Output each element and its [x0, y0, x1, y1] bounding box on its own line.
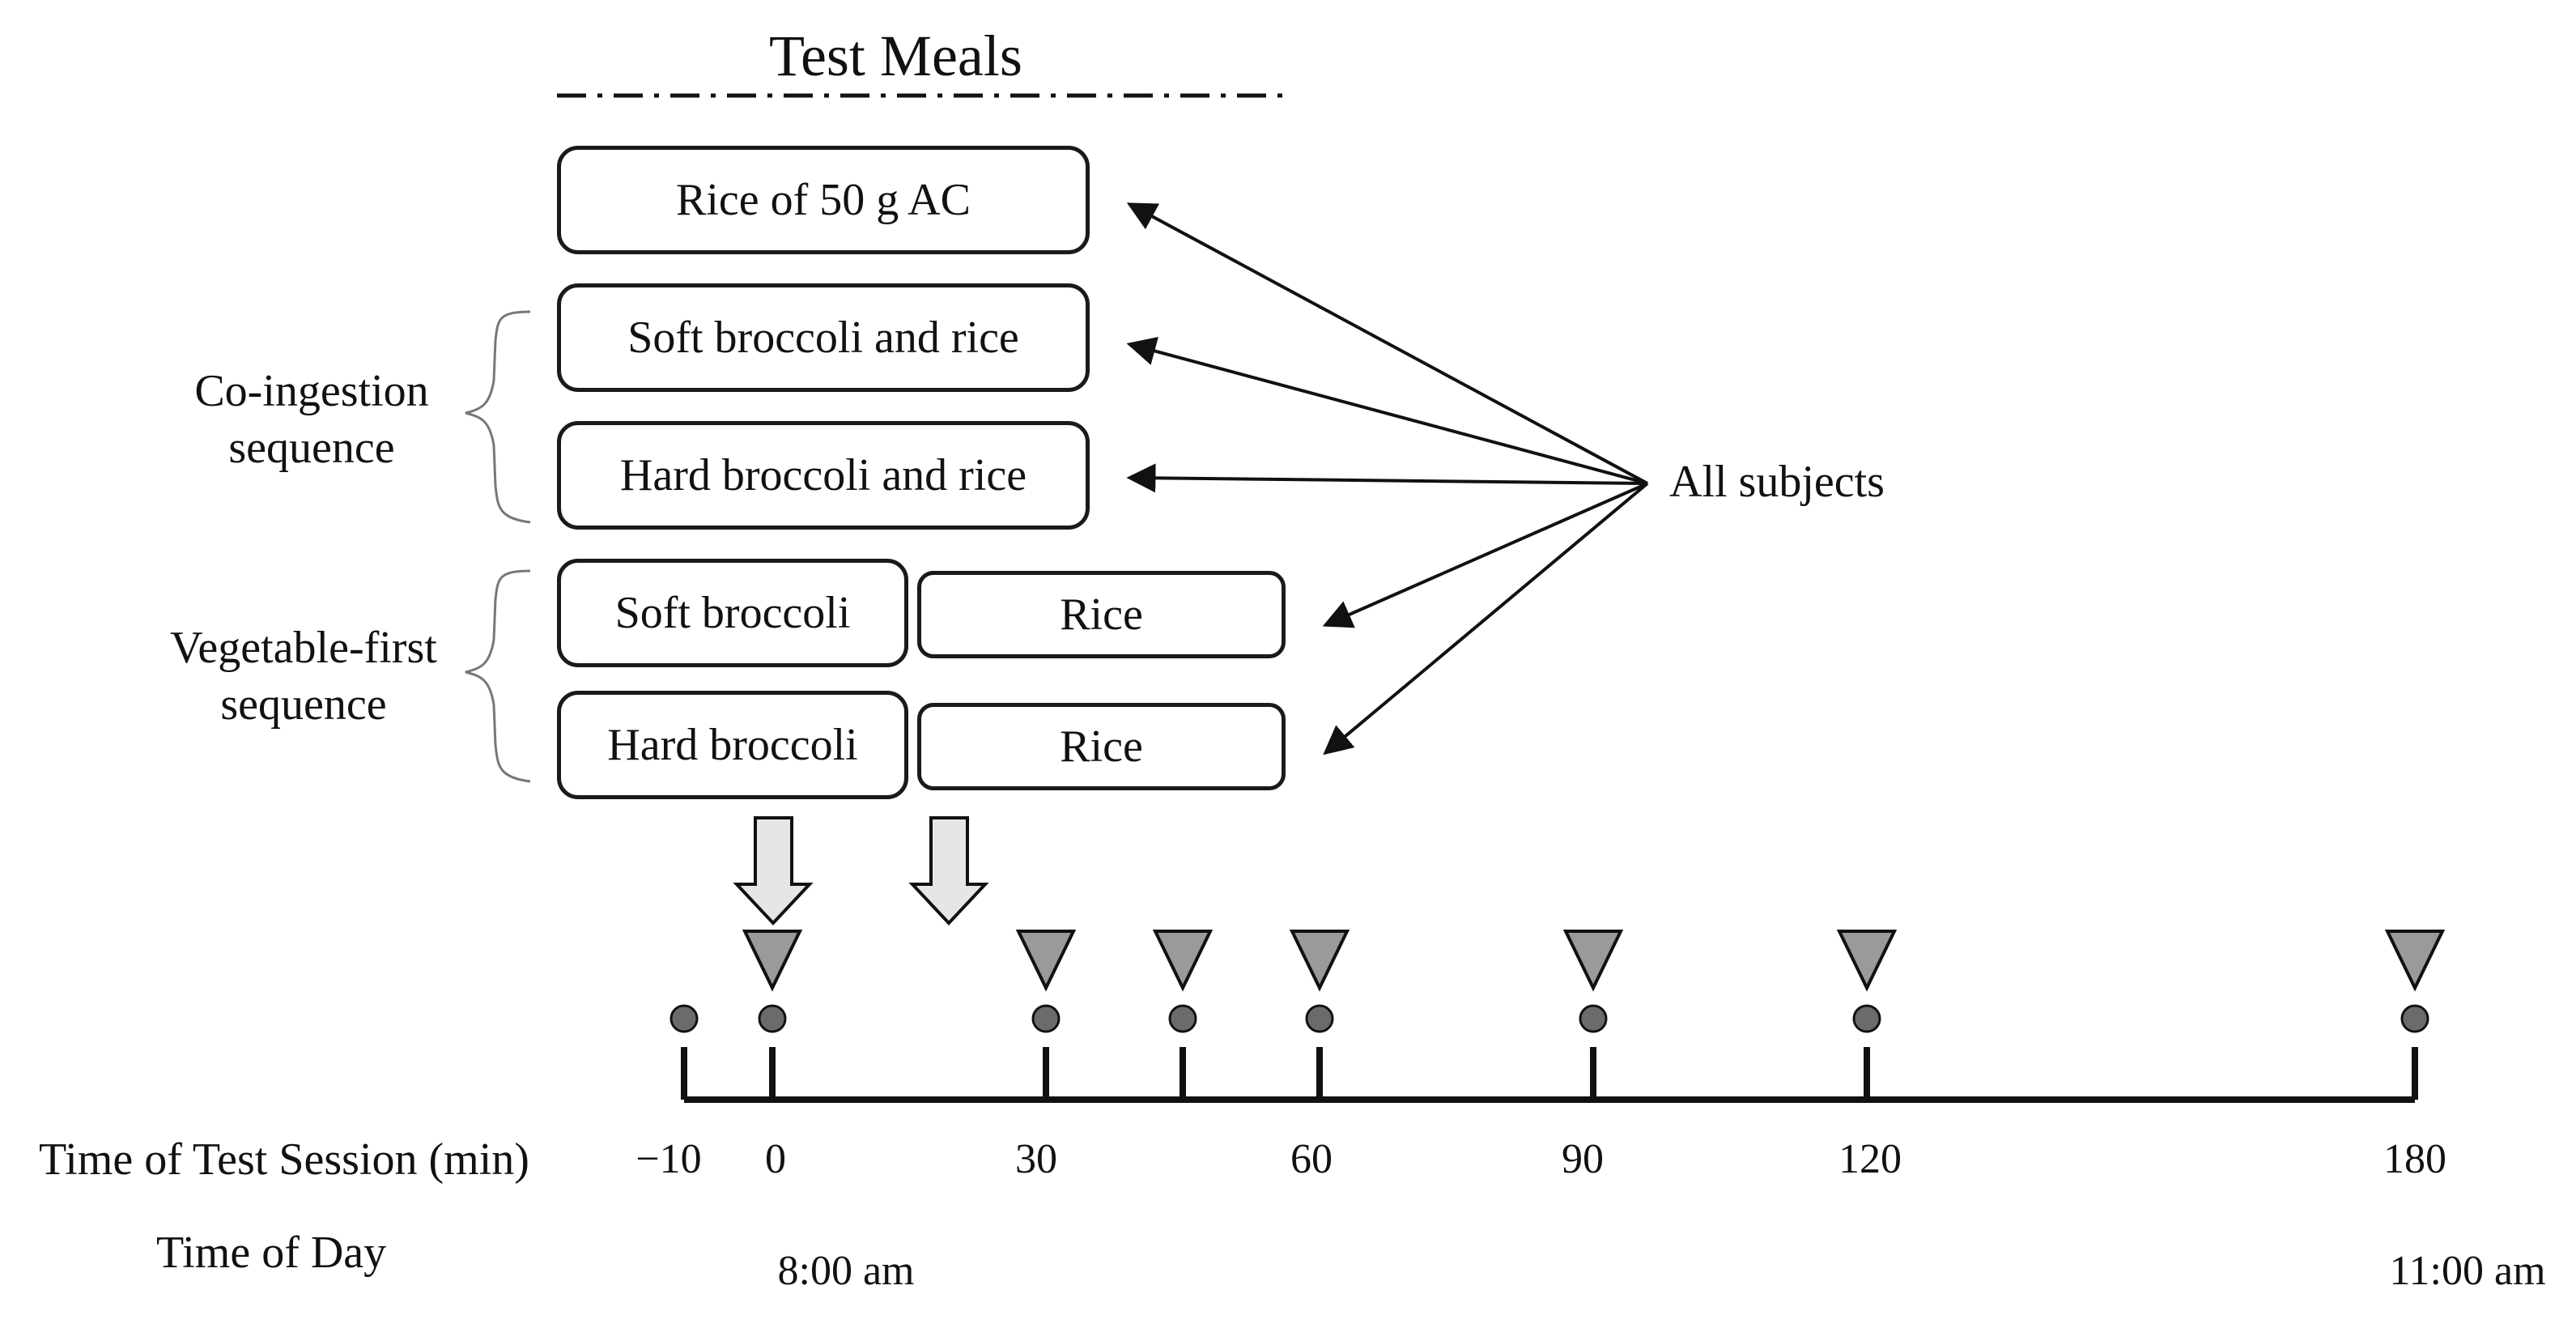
tick-label: 180 [2383, 1136, 2446, 1182]
first-course-arrow [733, 816, 814, 926]
vegfirst-group-label: Vegetable-first sequence [146, 619, 461, 733]
test-meals-title: Test Meals [769, 23, 1022, 88]
arrow-to-hard-with-rice [1126, 463, 1648, 493]
meal-soft-with-rice-box: Soft broccoli and rice [557, 283, 1090, 392]
sample-dot [1168, 1004, 1197, 1033]
sample-dots [670, 1004, 2429, 1033]
sample-dot [1579, 1004, 1608, 1033]
tick-label: −10 [635, 1136, 702, 1182]
meal-rice-box: Rice of 50 g AC [557, 146, 1090, 254]
measurement-triangle [2384, 930, 2446, 992]
second-course-arrow [908, 816, 989, 926]
arrow-to-hard-first [1323, 482, 1649, 756]
measurement-triangle [1562, 930, 1624, 992]
vegfirst-brace [465, 569, 531, 783]
sample-dot [1305, 1004, 1334, 1033]
day-end-label: 11:00 am [2389, 1248, 2546, 1294]
tick-label: 120 [1838, 1136, 1902, 1182]
meal-hard-first-rice-box: Rice [917, 703, 1286, 790]
vegfirst-line2: sequence [220, 679, 387, 730]
meal-hard-first-label: Hard broccoli [607, 720, 858, 770]
tick-label: 0 [765, 1136, 786, 1182]
meal-hard-with-rice-box: Hard broccoli and rice [557, 421, 1090, 530]
day-start-label: 8:00 am [777, 1248, 915, 1294]
tick-label: 90 [1562, 1136, 1604, 1182]
coingestion-line1: Co-ingestion [194, 366, 429, 416]
measurement-triangle [1836, 930, 1898, 992]
vegfirst-line1: Vegetable-first [170, 623, 437, 673]
meal-hard-first-rice-label: Rice [1060, 721, 1143, 772]
sample-dot [758, 1004, 787, 1033]
session-time-label: Time of Test Session (min) [39, 1134, 529, 1185]
coingestion-line2: sequence [228, 423, 395, 473]
all-subjects-label: All subjects [1669, 457, 1885, 507]
measurement-triangles [742, 930, 2446, 992]
meal-soft-first-box: Soft broccoli [557, 559, 908, 667]
measurement-triangle [742, 930, 803, 992]
arrow-to-soft-first [1322, 482, 1648, 628]
day-time-label: Time of Day [156, 1228, 387, 1278]
sample-dot [2400, 1004, 2429, 1033]
meal-hard-with-rice-label: Hard broccoli and rice [619, 450, 1027, 500]
measurement-triangle [1015, 930, 1077, 992]
tick-label: 60 [1290, 1136, 1333, 1182]
coingestion-group-label: Co-ingestion sequence [166, 363, 457, 476]
meal-hard-first-box: Hard broccoli [557, 691, 908, 799]
sample-dot [670, 1004, 699, 1033]
meal-soft-first-rice-label: Rice [1060, 590, 1143, 640]
arrow-to-soft-with-rice [1126, 337, 1648, 485]
tick-label: 30 [1015, 1136, 1057, 1182]
meal-soft-first-label: Soft broccoli [614, 588, 851, 638]
sample-dot [1852, 1004, 1881, 1033]
arrow-to-rice [1126, 202, 1648, 485]
sample-dot [1031, 1004, 1061, 1033]
meal-soft-first-rice-box: Rice [917, 571, 1286, 658]
measurement-triangle [1152, 930, 1214, 992]
meal-soft-with-rice-label: Soft broccoli and rice [627, 313, 1019, 363]
timeline-ticks [681, 1047, 2418, 1100]
meal-rice-label: Rice of 50 g AC [676, 175, 971, 225]
measurement-triangle [1289, 930, 1350, 992]
coingestion-brace [465, 310, 531, 524]
